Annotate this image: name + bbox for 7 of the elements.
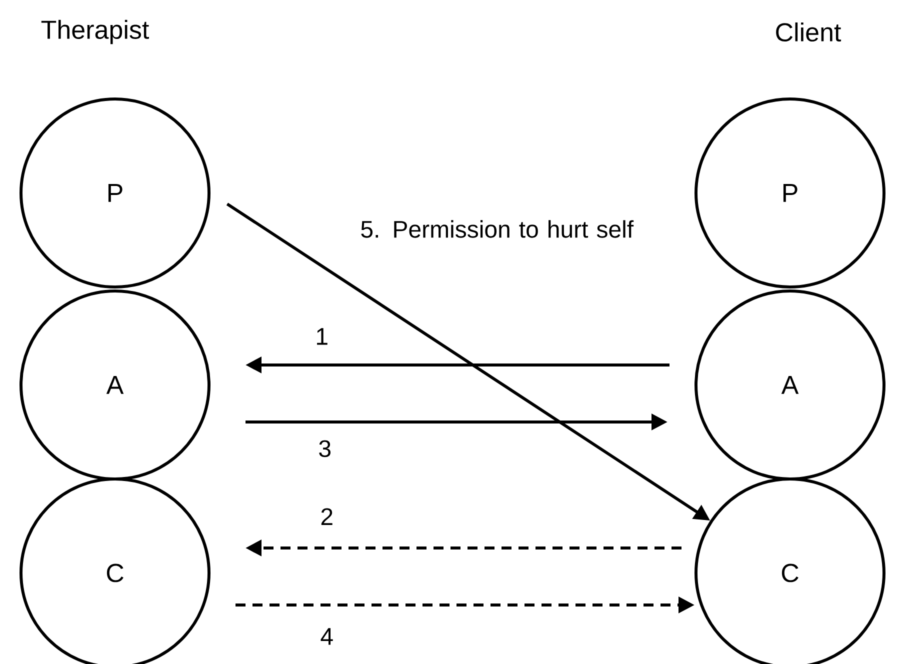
edge-label: 4 — [320, 628, 333, 645]
edge-label: 2 — [321, 508, 332, 525]
column-heading: Client — [776, 22, 842, 42]
edge-label: 3 — [319, 440, 330, 458]
column-heading: Therapist — [41, 20, 149, 44]
edge-label: 5. Permission to hurt self — [361, 220, 634, 238]
edge-label: 1 — [317, 328, 328, 345]
